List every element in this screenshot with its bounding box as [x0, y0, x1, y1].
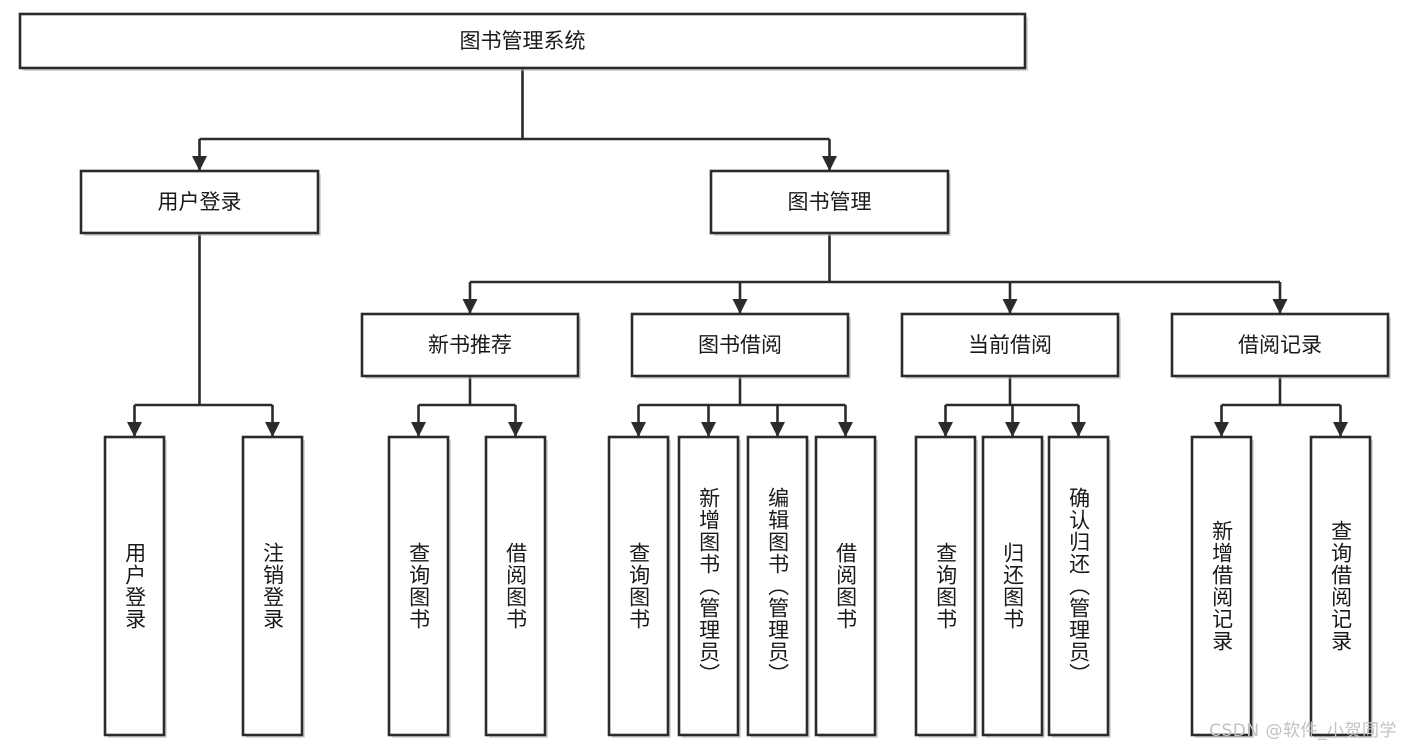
- node-label-root: 图书管理系统: [460, 29, 586, 53]
- node-book-borrow[interactable]: 图书借阅: [630, 312, 851, 379]
- edge-group-book-management: [462, 233, 1288, 314]
- node-leaf-user-logout[interactable]: [241, 435, 305, 738]
- edges-layer: [127, 68, 1348, 437]
- node-leaf-borrow-book-2[interactable]: [814, 435, 878, 738]
- node-leaf-confirm-return[interactable]: [1047, 435, 1111, 738]
- node-leaf-borrow-book-1[interactable]: [484, 435, 548, 738]
- node-label-book-borrow: 图书借阅: [698, 333, 782, 357]
- node-leaf-return-book[interactable]: [981, 435, 1045, 738]
- node-book-management[interactable]: 图书管理: [709, 169, 951, 236]
- node-new-book-recommend[interactable]: 新书推荐: [360, 312, 581, 379]
- edge-group-new-book-recommend: [411, 376, 523, 437]
- node-leaf-query-borrow-record[interactable]: [1309, 435, 1373, 738]
- node-leaf-edit-book[interactable]: [746, 435, 810, 738]
- node-label-borrow-records: 借阅记录: [1238, 333, 1322, 357]
- node-leaf-user-login[interactable]: [103, 435, 167, 738]
- edge-group-current-borrow: [938, 376, 1086, 437]
- node-leaf-query-book-3[interactable]: [914, 435, 978, 738]
- edge-group-book-borrow: [631, 376, 853, 437]
- edge-group-root: [192, 68, 837, 171]
- edge-group-user-login: [127, 233, 280, 437]
- node-root[interactable]: 图书管理系统: [18, 12, 1028, 71]
- node-label-current-borrow: 当前借阅: [968, 333, 1052, 357]
- node-label-book-management: 图书管理: [788, 190, 872, 214]
- node-leaf-add-book[interactable]: [677, 435, 741, 738]
- csdn-watermark: CSDN @软件_小贺同学: [1209, 721, 1397, 741]
- node-label-user-login: 用户登录: [158, 190, 242, 214]
- node-label-new-book-recommend: 新书推荐: [428, 333, 512, 357]
- edge-group-borrow-records: [1214, 376, 1348, 437]
- node-leaf-query-book-2[interactable]: [607, 435, 671, 738]
- node-user-login[interactable]: 用户登录: [79, 169, 321, 236]
- node-leaf-query-book-1[interactable]: [387, 435, 451, 738]
- node-borrow-records[interactable]: 借阅记录: [1170, 312, 1391, 379]
- node-leaf-add-borrow-record[interactable]: [1190, 435, 1254, 738]
- node-current-borrow[interactable]: 当前借阅: [900, 312, 1121, 379]
